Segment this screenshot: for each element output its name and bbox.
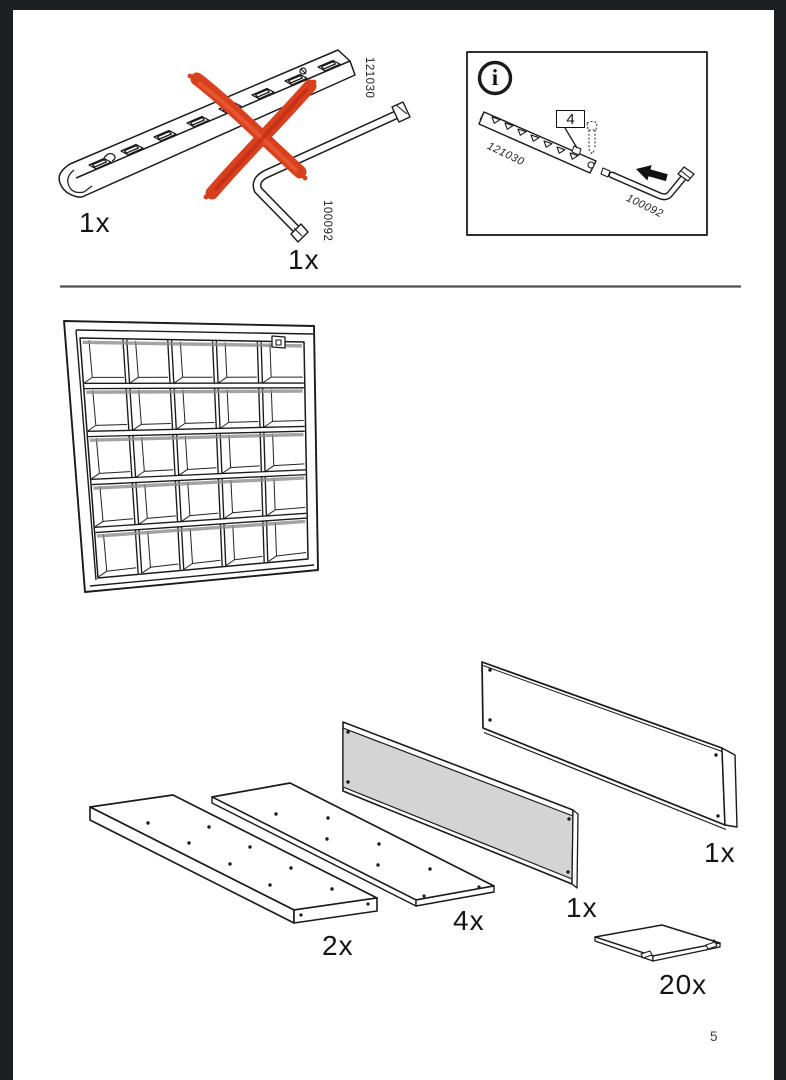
back-panel-qty-label: 1x — [704, 837, 736, 868]
info-box — [466, 51, 708, 236]
red-cross-mark — [187, 72, 317, 200]
gray-divider-panel — [342, 721, 579, 889]
info-icon — [477, 60, 513, 96]
rail-qty-label: 1x — [79, 207, 111, 238]
thick-board — [89, 794, 378, 924]
dashed-screw — [586, 120, 598, 155]
page-number: 5 — [710, 1029, 718, 1044]
back-panel — [481, 661, 738, 831]
exploded-parts — [89, 661, 738, 962]
template-marker — [271, 335, 286, 349]
thin-board-qty-label: 4x — [453, 905, 485, 936]
thick-board-qty-label: 2x — [322, 930, 354, 961]
square-panel-qty-label: 20x — [659, 969, 708, 1000]
square-panel — [594, 924, 721, 962]
key-part-number: 100092 — [321, 200, 333, 242]
key-qty-label: 1x — [288, 244, 320, 275]
assembled-shelf-unit — [63, 320, 319, 593]
gray-panel-qty-label: 1x — [566, 892, 598, 923]
thin-board — [211, 782, 495, 907]
step-callout: 4 — [556, 110, 585, 128]
info-icon-glyph: i — [491, 65, 499, 90]
shelf-grid — [82, 339, 307, 578]
crossed-out-rail-and-key — [58, 49, 411, 243]
screw-hole-dots — [146, 668, 720, 943]
arrow-icon — [636, 165, 668, 182]
rail-part-number: 121030 — [363, 57, 375, 99]
